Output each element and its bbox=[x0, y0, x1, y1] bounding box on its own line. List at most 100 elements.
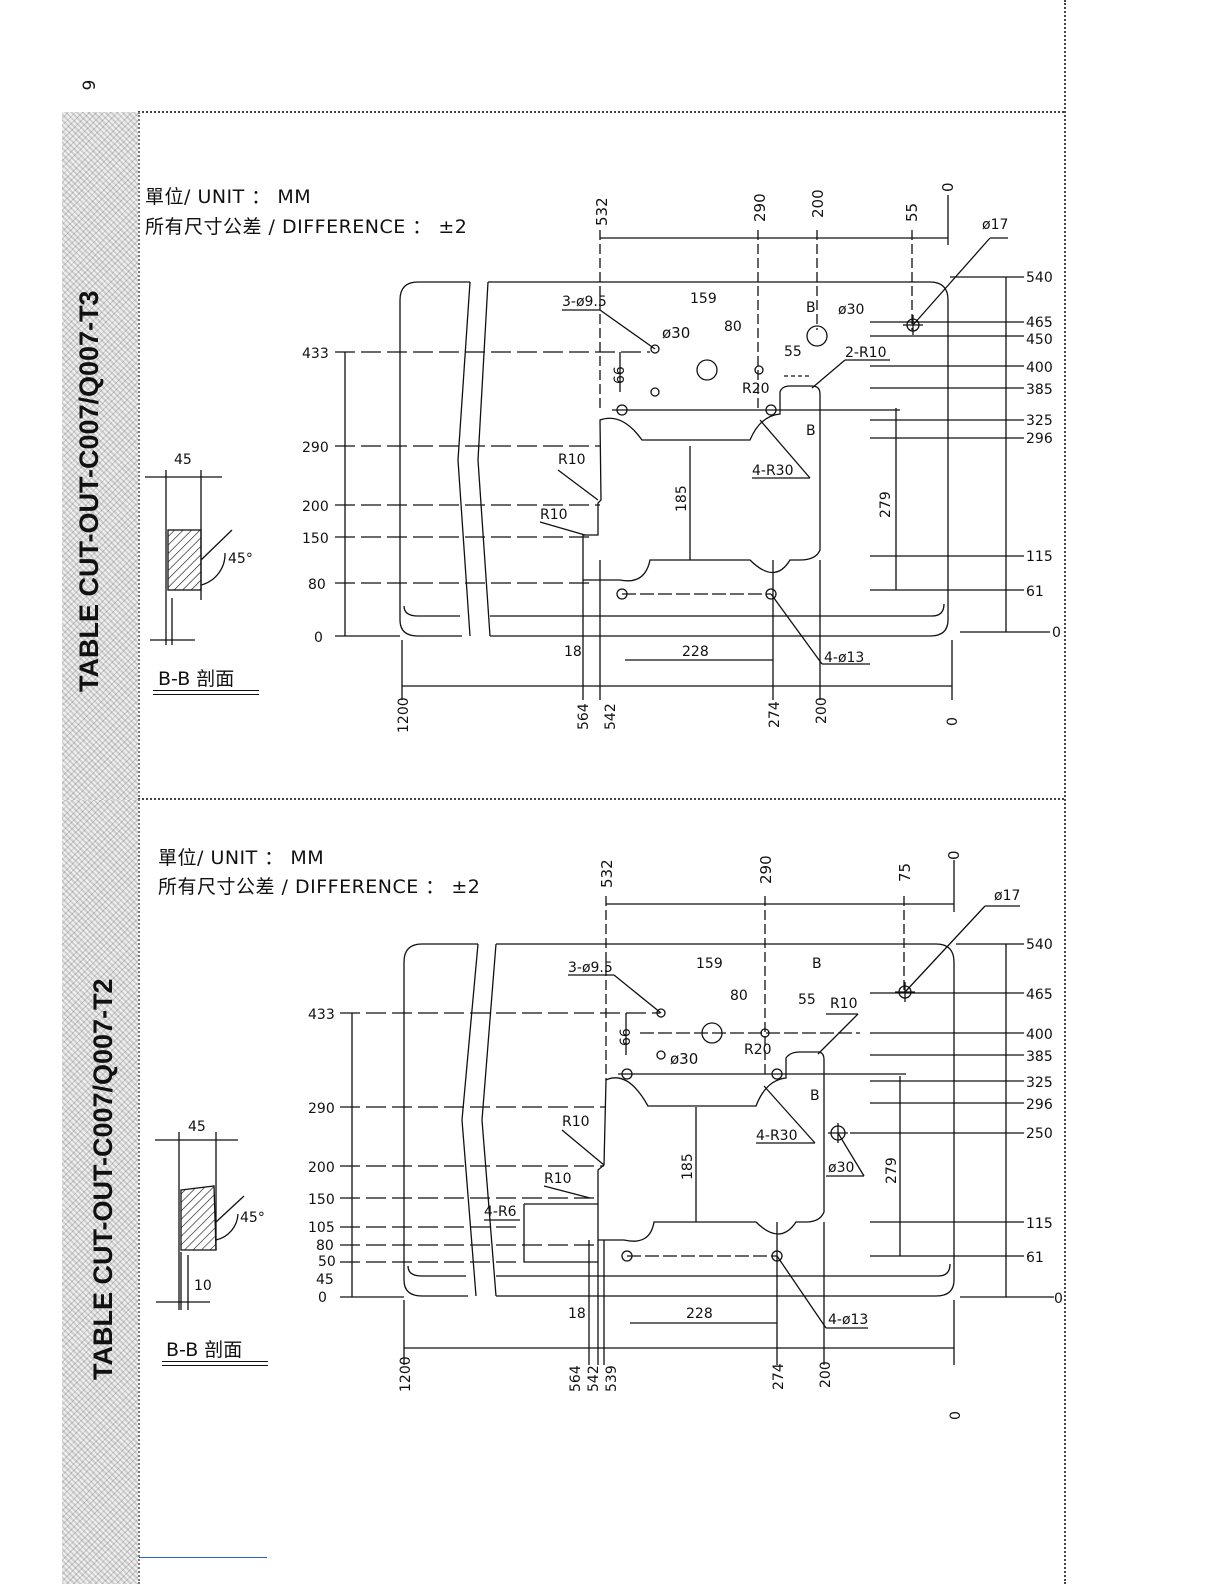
right-dim: 296 bbox=[1026, 431, 1053, 447]
left-dim: 200 bbox=[308, 1160, 335, 1176]
section-dim-45: 45 bbox=[174, 452, 192, 468]
callout: 4-R30 bbox=[756, 1128, 798, 1144]
callout: B bbox=[806, 423, 816, 439]
tolerance-text: 所有尺寸公差 / DIFFERENCE ： ±2 bbox=[158, 876, 481, 898]
callout: B bbox=[812, 956, 822, 972]
tolerance-text: 所有尺寸公差 / DIFFERENCE ： ±2 bbox=[145, 216, 468, 238]
callout: ø30 bbox=[670, 1050, 698, 1068]
callout: 80 bbox=[724, 319, 742, 335]
left-dim: 45 bbox=[316, 1272, 334, 1288]
right-dim: 0 bbox=[1054, 1291, 1063, 1307]
callout: R10 bbox=[540, 507, 568, 523]
callout: R10 bbox=[562, 1114, 590, 1130]
side-band-t3: TABLE CUT-OUT-C007/Q007-T3 bbox=[62, 112, 138, 800]
callout: R10 bbox=[558, 452, 586, 468]
section-dim-10: 10 bbox=[194, 1278, 212, 1294]
top-dim: 290 bbox=[751, 193, 769, 222]
left-dim: 80 bbox=[316, 1238, 334, 1254]
callout: 66 bbox=[618, 1028, 634, 1046]
callout: 3-ø9.5 bbox=[562, 294, 607, 310]
left-dim: 200 bbox=[302, 499, 329, 515]
section-dim-angle: 45° bbox=[240, 1210, 265, 1226]
top-dim: 0 bbox=[939, 182, 957, 192]
frame-middle-line bbox=[138, 798, 1064, 800]
bottom-dim: 1200 bbox=[396, 697, 412, 733]
bottom-dim: 274 bbox=[767, 701, 783, 728]
top-dim: 290 bbox=[757, 855, 775, 884]
callout: R10 bbox=[830, 996, 858, 1012]
left-dim: 290 bbox=[308, 1101, 335, 1117]
section-underline bbox=[153, 690, 259, 695]
callout: R10 bbox=[544, 1171, 572, 1187]
section-underline bbox=[162, 1361, 268, 1366]
right-dim: 400 bbox=[1026, 1027, 1053, 1043]
callout: ø30 bbox=[828, 1160, 854, 1176]
left-dim: 0 bbox=[318, 1290, 327, 1306]
callout: 3-ø9.5 bbox=[568, 960, 613, 976]
right-dim: 385 bbox=[1026, 382, 1053, 398]
section-label: B-B 剖面 bbox=[158, 668, 235, 690]
right-dim: 325 bbox=[1026, 413, 1053, 429]
bottom-dim: 0 bbox=[948, 1411, 964, 1420]
callout: ø30 bbox=[838, 302, 864, 318]
callout: 159 bbox=[690, 291, 717, 307]
side-band-t2: TABLE CUT-OUT-C007/Q007-T2 bbox=[62, 800, 138, 1584]
section-label: B-B 剖面 bbox=[166, 1339, 243, 1361]
bottom-dim: 542 bbox=[603, 703, 619, 730]
callout: 18 bbox=[564, 644, 582, 660]
callout: 4-R6 bbox=[484, 1204, 517, 1220]
callout: 185 bbox=[674, 485, 690, 512]
top-dim: 55 bbox=[903, 203, 921, 222]
callout: ø17 bbox=[994, 888, 1020, 904]
bottom-dim: 0 bbox=[945, 717, 961, 726]
bottom-dim: 564 bbox=[576, 703, 592, 730]
frame-top-line bbox=[138, 111, 1064, 113]
right-dim: 325 bbox=[1026, 1075, 1053, 1091]
top-dim: 75 bbox=[896, 863, 914, 882]
section-dim-angle: 45° bbox=[228, 551, 253, 567]
right-dim: 400 bbox=[1026, 360, 1053, 376]
callout: 80 bbox=[730, 988, 748, 1004]
right-dim: 540 bbox=[1026, 937, 1053, 953]
left-dim: 105 bbox=[308, 1220, 335, 1236]
callout: 2-R10 bbox=[845, 345, 887, 361]
top-dim: 532 bbox=[598, 859, 616, 888]
right-dim: 115 bbox=[1026, 1216, 1053, 1232]
callout: R20 bbox=[742, 381, 770, 397]
callout: 228 bbox=[686, 1306, 713, 1322]
callout: 279 bbox=[884, 1157, 900, 1184]
callout: 185 bbox=[680, 1153, 696, 1180]
section-dim-45: 45 bbox=[188, 1119, 206, 1135]
bottom-dim: 200 bbox=[818, 1361, 834, 1388]
unit-text: 單位/ UNIT ： MM bbox=[158, 847, 325, 869]
bottom-dim: 200 bbox=[814, 697, 830, 724]
callout: 4-R30 bbox=[752, 463, 794, 479]
bottom-dim: 1200 bbox=[398, 1356, 414, 1392]
left-dim: 150 bbox=[302, 531, 329, 547]
frame-left-line bbox=[138, 112, 140, 1584]
bottom-dim: 539 bbox=[604, 1365, 620, 1392]
right-dim: 385 bbox=[1026, 1049, 1053, 1065]
right-dim: 250 bbox=[1026, 1126, 1053, 1142]
callout: 279 bbox=[878, 491, 894, 518]
top-dim: 0 bbox=[945, 850, 963, 860]
right-dim: 540 bbox=[1026, 270, 1053, 286]
right-dim: 465 bbox=[1026, 987, 1053, 1003]
right-dim: 61 bbox=[1026, 584, 1044, 600]
left-dim: 150 bbox=[308, 1192, 335, 1208]
callout: 228 bbox=[682, 644, 709, 660]
right-dim: 61 bbox=[1026, 1250, 1044, 1266]
callout: ø30 bbox=[662, 324, 690, 342]
right-dim: 0 bbox=[1052, 625, 1061, 641]
bottom-dim: 564 bbox=[568, 1365, 584, 1392]
right-dim: 115 bbox=[1026, 549, 1053, 565]
right-dim: 296 bbox=[1026, 1097, 1053, 1113]
cutout-drawing-t2: 45 45° 10 532 290 75 0 540 465 400 385 3… bbox=[155, 850, 1063, 1420]
top-dim: 200 bbox=[809, 189, 827, 218]
callout: 159 bbox=[696, 956, 723, 972]
left-dim: 50 bbox=[318, 1254, 336, 1270]
page-frame-right bbox=[1064, 0, 1066, 1584]
callout: 4-ø13 bbox=[828, 1312, 868, 1328]
callout: B bbox=[806, 300, 816, 316]
callout: 66 bbox=[612, 366, 628, 384]
